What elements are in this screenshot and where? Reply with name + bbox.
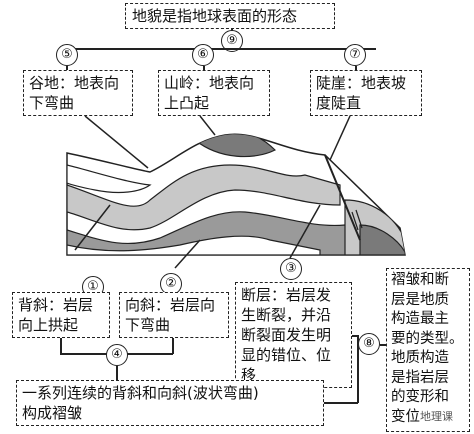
fault-mark	[355, 209, 363, 229]
number-7: ⑦	[344, 44, 366, 66]
anticline-box: 背斜：岩层 向上拱起	[12, 292, 110, 338]
fault-line	[324, 154, 361, 241]
valley-line-2: 下弯曲	[29, 94, 75, 112]
anticline-line-1: 背斜：岩层	[18, 296, 94, 314]
left-band	[67, 164, 152, 194]
valley-box: 谷地：地表向 下弯曲	[23, 70, 133, 116]
layer-low	[67, 235, 321, 255]
summary-line-8: 变位	[391, 408, 420, 425]
syncline-line-2: 下弯曲	[125, 316, 171, 334]
fault-line-2: 生断裂，并沿	[241, 306, 332, 324]
summary-line-3: 构造最主	[391, 311, 449, 327]
summary-line-7: 的变形和	[391, 389, 449, 405]
summary-line-1: 褶皱和断	[391, 272, 449, 288]
summary-line-2: 层是地质	[391, 291, 449, 308]
connector	[355, 66, 357, 70]
title-box: 地貌是指地球表面的形态	[125, 3, 335, 29]
connector	[60, 338, 62, 354]
number-8: ⑧	[358, 333, 380, 355]
connector	[116, 366, 118, 380]
pointer-ridge	[199, 115, 216, 136]
right-layer-inner	[359, 224, 405, 255]
connector	[66, 66, 68, 70]
number-3: ③	[280, 258, 302, 280]
number-9: ⑨	[221, 30, 243, 52]
cliff-box: 陡崖：地表坡 度陡直	[310, 70, 422, 116]
cliff-line-1: 陡崖：地表坡	[316, 74, 407, 92]
ridge-line-2: 上凸起	[164, 94, 210, 112]
valley-line-1: 谷地：地表向	[29, 74, 120, 92]
anticline-line-2: 向上拱起	[18, 316, 79, 334]
ridge-line-1: 山岭：地表向	[164, 74, 255, 92]
pointer-fault	[289, 204, 321, 259]
pointer-valley	[84, 115, 149, 169]
number-4: ④	[106, 344, 128, 366]
fold-box: 一系列连续的背斜和向斜(波状弯曲) 构成褶皱	[16, 380, 324, 426]
fold-line-2: 构成褶皱	[22, 404, 83, 422]
connector	[357, 335, 359, 403]
number-6: ⑥	[192, 44, 214, 66]
fault-line-5: 移	[241, 366, 257, 384]
pointer-anticline	[74, 204, 111, 251]
fault-line-4: 显的错位、位	[241, 346, 332, 364]
connector	[172, 338, 174, 354]
summary-line-4: 要的类型。	[391, 330, 464, 347]
fault-line-1: 断层：岩层发	[241, 286, 332, 304]
connector	[66, 48, 376, 50]
syncline-line-1: 向斜：岩层向	[125, 296, 216, 314]
watermark: 地理课	[420, 410, 453, 423]
summary-line-6: 是指岩层	[391, 369, 449, 386]
pointer-syncline	[174, 239, 201, 269]
syncline-box: 向斜：岩层向 下弯曲	[119, 292, 229, 338]
title-text: 地貌是指地球表面的形态	[132, 7, 298, 25]
fault-line-3: 断裂面发生明	[241, 326, 332, 344]
connector	[352, 335, 358, 337]
pointer-cliff	[329, 115, 351, 161]
fold-line-1: 一系列连续的背斜和向斜(波状弯曲)	[22, 384, 259, 402]
number-5: ⑤	[56, 44, 78, 66]
fault-box: 断层：岩层发 生断裂，并沿 断裂面发生明 显的错位、位 移	[235, 282, 352, 388]
summary-line-5: 地质构造	[391, 350, 449, 366]
fault-mark	[351, 211, 359, 231]
ridge-box: 山岭：地表向 上凸起	[158, 70, 270, 116]
connector	[324, 402, 358, 404]
connector	[203, 66, 205, 70]
cliff-line-2: 度陡直	[316, 94, 362, 112]
connector	[380, 344, 386, 346]
summary-box: 褶皱和断 层是地质 构造最主 要的类型。 地质构造 是指岩层 的变形和 变位	[386, 268, 470, 432]
layer-mid	[67, 164, 341, 231]
